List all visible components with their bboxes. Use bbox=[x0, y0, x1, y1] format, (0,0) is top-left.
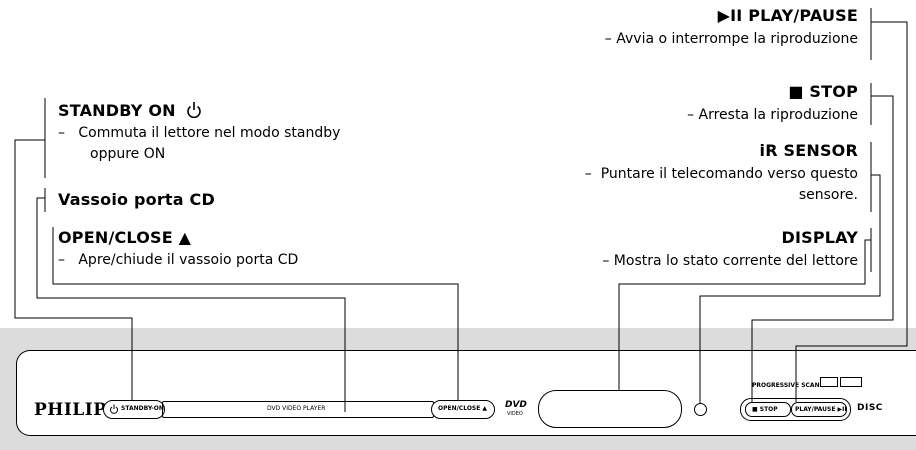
standby-title: STANDBY ON bbox=[58, 101, 358, 120]
play-pause-title: ▶II PLAY/PAUSE bbox=[717, 6, 858, 25]
ir-sensor-desc-line1: – Puntare il telecomando verso questo bbox=[584, 166, 858, 182]
standby-callout: STANDBY ON – Commuta il lettore nel modo… bbox=[58, 101, 358, 165]
standby-on-button-label: STANDBY-ON bbox=[121, 405, 164, 412]
stop-title: ■ STOP bbox=[788, 82, 858, 101]
logo-badges bbox=[820, 377, 838, 387]
display-desc: – Mostra lo stato corrente del lettore bbox=[602, 253, 858, 269]
compact-disc-logo-text: DISC bbox=[857, 403, 883, 413]
open-close-title: OPEN/CLOSE ▲ bbox=[58, 228, 192, 247]
standby-power-icon bbox=[110, 404, 118, 414]
dvd-logo-text: DVD bbox=[505, 400, 527, 410]
display-callout: DISPLAY – Mostra lo stato corrente del l… bbox=[602, 228, 858, 272]
tray-title: Vassoio porta CD bbox=[58, 190, 215, 209]
logo-badge-2 bbox=[840, 377, 862, 387]
open-close-button[interactable]: OPEN/CLOSE ▲ bbox=[431, 400, 495, 419]
dvd-logo-sub: VIDEO bbox=[507, 411, 523, 417]
stop-desc: – Arresta la riproduzione bbox=[687, 107, 858, 123]
ir-sensor-callout: iR SENSOR – Puntare il telecomando verso… bbox=[585, 141, 858, 206]
stop-button[interactable]: ■ STOP bbox=[745, 402, 791, 417]
play-pause-desc: – Avvia o interrompe la riproduzione bbox=[604, 31, 858, 47]
standby-desc-line1: – Commuta il lettore nel modo standby bbox=[58, 125, 341, 141]
ir-sensor-desc-line2: sensore. bbox=[798, 187, 858, 203]
open-close-button-label: OPEN/CLOSE ▲ bbox=[438, 405, 488, 412]
display-title: DISPLAY bbox=[781, 228, 858, 247]
standby-desc-line2: oppure ON bbox=[90, 146, 166, 162]
display-window bbox=[538, 390, 682, 428]
play-pause-button[interactable]: PLAY/PAUSE ▶II bbox=[791, 402, 847, 417]
ir-sensor-title: iR SENSOR bbox=[759, 141, 858, 160]
play-pause-callout: ▶II PLAY/PAUSE – Avvia o interrompe la r… bbox=[605, 6, 858, 50]
stop-button-label: ■ STOP bbox=[752, 406, 778, 413]
dvd-player-front-panel bbox=[16, 350, 916, 436]
power-icon bbox=[186, 102, 201, 119]
disc-tray[interactable]: DVD VIDEO PLAYER bbox=[162, 401, 434, 418]
tray-callout: Vassoio porta CD bbox=[58, 190, 215, 209]
ir-sensor-window bbox=[694, 403, 707, 416]
dvd-logo: DVD VIDEO bbox=[505, 400, 529, 420]
compact-disc-logo: DISC bbox=[857, 398, 883, 420]
standby-on-button[interactable]: STANDBY-ON bbox=[103, 400, 165, 419]
stop-callout: ■ STOP – Arresta la riproduzione bbox=[687, 82, 858, 126]
open-close-desc: – Apre/chiude il vassoio porta CD bbox=[58, 252, 299, 268]
play-pause-button-label: PLAY/PAUSE ▶II bbox=[795, 406, 847, 413]
disc-tray-label: DVD VIDEO PLAYER bbox=[267, 405, 326, 412]
open-close-callout: OPEN/CLOSE ▲ – Apre/chiude il vassoio po… bbox=[58, 228, 298, 271]
standby-title-text: STANDBY ON bbox=[58, 101, 176, 120]
progressive-scan-label: PROGRESSIVE SCAN bbox=[752, 382, 820, 389]
